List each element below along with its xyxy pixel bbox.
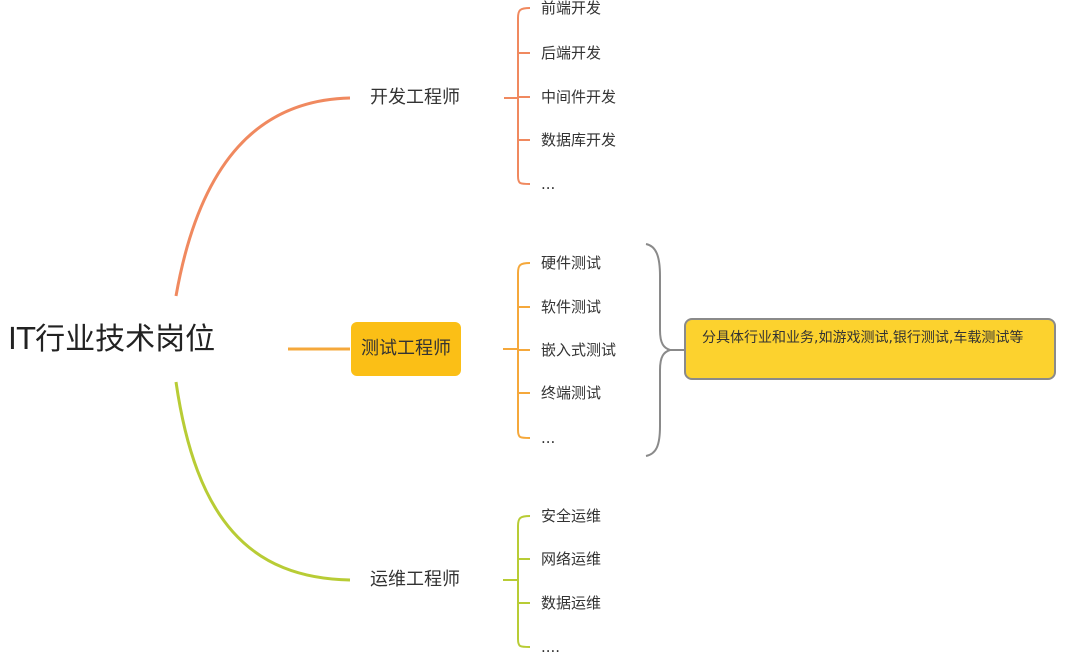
bracket-test <box>517 262 531 439</box>
leaf-ops-more[interactable]: .... <box>541 638 561 656</box>
branch-ops-engineer[interactable]: 运维工程师 <box>370 569 460 590</box>
leaf-test-terminal[interactable]: 终端测试 <box>541 384 602 402</box>
leaf-ops-data[interactable]: 数据运维 <box>541 594 602 612</box>
connector-root-ops <box>174 381 351 582</box>
leaf-ops-network[interactable]: 网络运维 <box>541 550 602 568</box>
leaf-test-embedded[interactable]: 嵌入式测试 <box>541 341 617 359</box>
leaf-test-more[interactable]: ... <box>541 429 556 447</box>
branch-dev-engineer[interactable]: 开发工程师 <box>370 87 460 108</box>
branch-test-engineer[interactable]: 测试工程师 <box>351 322 461 376</box>
leaf-dev-middleware[interactable]: 中间件开发 <box>541 88 617 106</box>
leaf-dev-backend[interactable]: 后端开发 <box>541 44 602 62</box>
summary-note[interactable]: 分具体行业和业务,如游戏测试,银行测试,车载测试等 <box>684 318 1056 380</box>
connector-root-dev <box>174 96 351 297</box>
leaf-dev-database[interactable]: 数据库开发 <box>541 131 617 149</box>
summary-brace <box>645 243 674 457</box>
leaf-test-hardware[interactable]: 硬件测试 <box>541 254 602 272</box>
leaf-ops-security[interactable]: 安全运维 <box>541 507 602 525</box>
bracket-ops <box>517 515 531 648</box>
leaf-dev-frontend[interactable]: 前端开发 <box>541 0 602 17</box>
leaf-dev-more[interactable]: ... <box>541 175 556 193</box>
root-topic[interactable]: IT行业技术岗位 <box>8 322 216 357</box>
leaf-test-software[interactable]: 软件测试 <box>541 298 602 316</box>
